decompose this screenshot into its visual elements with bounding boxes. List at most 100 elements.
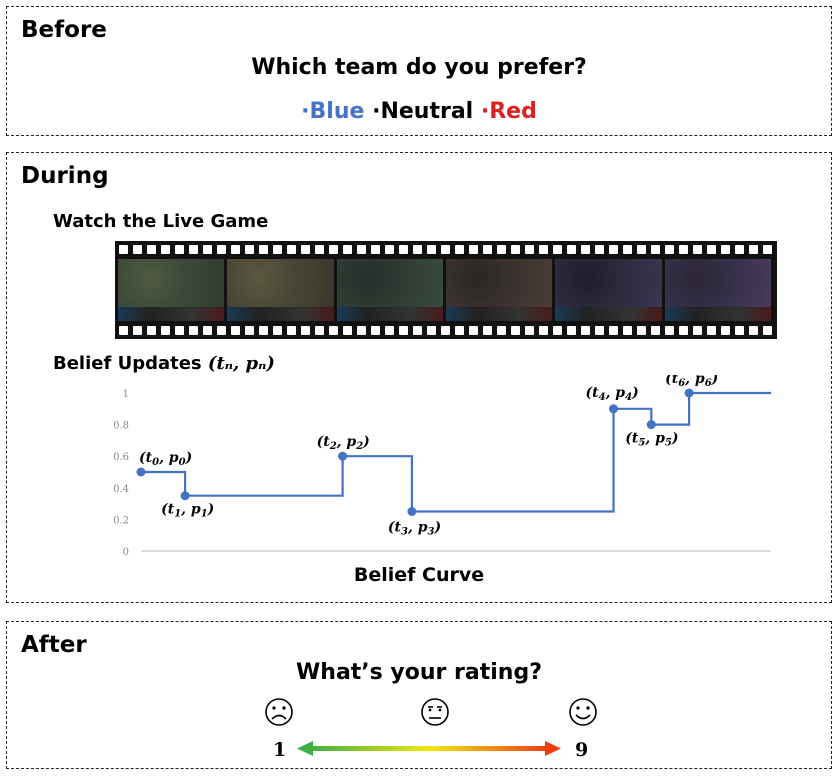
sad-face-icon[interactable]	[265, 698, 293, 726]
film-sprocket	[287, 326, 296, 335]
belief-point[interactable]	[609, 404, 618, 414]
film-sprocket	[609, 326, 618, 335]
film-sprocket	[175, 326, 184, 335]
film-sprocket	[539, 245, 548, 254]
film-sprocket	[693, 326, 702, 335]
film-sprocket	[455, 326, 464, 335]
film-sprocket	[189, 245, 198, 254]
option-neutral[interactable]: ·Neutral	[372, 99, 474, 124]
film-sprocket	[273, 326, 282, 335]
game-frame-1	[118, 259, 225, 321]
before-panel: Before Which team do you prefer? ·Blue ·…	[6, 6, 832, 136]
film-sprocket	[707, 326, 716, 335]
film-sprocket	[693, 245, 702, 254]
film-sprocket	[679, 326, 688, 335]
film-sprocket	[721, 326, 730, 335]
before-question: Which team do you prefer?	[251, 55, 587, 80]
film-sprocket	[665, 326, 674, 335]
film-sprocket	[343, 245, 352, 254]
film-sprocket	[679, 245, 688, 254]
after-question: What’s your rating?	[296, 660, 542, 685]
film-sprocket	[539, 326, 548, 335]
film-sprocket	[469, 245, 478, 254]
game-frame-2	[227, 259, 334, 321]
film-sprocket	[357, 245, 366, 254]
film-sprocket	[497, 245, 506, 254]
film-sprocket	[399, 326, 408, 335]
film-sprocket	[217, 326, 226, 335]
watch-label: Watch the Live Game	[53, 211, 269, 232]
film-sprocket	[595, 326, 604, 335]
film-sprocket	[469, 326, 478, 335]
film-sprocket	[147, 245, 156, 254]
film-sprocket	[133, 326, 142, 335]
film-sprocket	[287, 245, 296, 254]
belief-point-label: (t1, p1)	[161, 502, 214, 520]
film-sprocket	[637, 326, 646, 335]
happy-face-icon[interactable]	[569, 698, 597, 726]
film-sprocket	[133, 245, 142, 254]
film-sprocket	[427, 245, 436, 254]
film-sprocket	[413, 245, 422, 254]
film-sprocket	[609, 245, 618, 254]
belief-point[interactable]	[180, 491, 190, 501]
film-sprocket	[231, 326, 240, 335]
belief-point[interactable]	[136, 467, 146, 477]
belief-point[interactable]	[338, 451, 348, 461]
rating-scale: 1 9	[265, 698, 597, 761]
rating-gradient-arrow[interactable]	[297, 741, 561, 756]
film-sprocket	[245, 245, 254, 254]
film-sprocket	[385, 245, 394, 254]
y-tick-label: 0.4	[113, 484, 129, 495]
option-blue[interactable]: ·Blue	[301, 99, 365, 124]
y-tick-label: 1	[123, 389, 129, 400]
belief-updates-label: Belief Updates (tₙ, pₙ)	[53, 353, 275, 374]
film-sprocket	[301, 326, 310, 335]
belief-point[interactable]	[646, 420, 656, 430]
film-sprocket	[231, 245, 240, 254]
film-sprocket	[483, 326, 492, 335]
belief-point[interactable]	[407, 507, 417, 516]
film-sprocket	[441, 326, 450, 335]
film-sprocket	[371, 326, 380, 335]
team-options: ·Blue ·Neutral ·Red	[7, 99, 831, 124]
neutral-face-icon[interactable]	[421, 698, 449, 726]
belief-point-label: (t4, p4)	[586, 385, 639, 403]
film-sprocket	[427, 326, 436, 335]
film-sprocket	[175, 245, 184, 254]
belief-curve-label: Belief Curve	[353, 564, 485, 586]
film-sprocket	[511, 245, 520, 254]
film-sprocket	[399, 245, 408, 254]
film-sprocket	[623, 245, 632, 254]
film-sprocket	[315, 326, 324, 335]
game-frame-3	[336, 259, 443, 321]
film-sprocket	[637, 245, 646, 254]
film-sprocket	[189, 326, 198, 335]
film-sprocket	[763, 245, 772, 254]
belief-point-label: (t3, p3)	[388, 520, 441, 538]
film-sprocket	[119, 245, 128, 254]
film-sprocket	[119, 326, 128, 335]
film-sprocket	[763, 326, 772, 335]
film-sprocket	[525, 326, 534, 335]
film-sprocket	[357, 326, 366, 335]
before-title: Before	[21, 17, 107, 43]
scale-max-label: 9	[575, 739, 588, 761]
y-tick-label: 0.6	[113, 452, 129, 463]
game-frame-4	[446, 259, 553, 321]
film-sprocket	[665, 245, 674, 254]
film-sprocket	[217, 245, 226, 254]
film-sprocket	[707, 245, 716, 254]
y-tick-label: 0.8	[113, 421, 129, 432]
during-panel: During Watch the Live Game Belief Update…	[6, 152, 832, 603]
option-red[interactable]: ·Red	[480, 99, 537, 124]
film-sprocket	[245, 326, 254, 335]
film-sprocket	[371, 245, 380, 254]
film-sprocket	[651, 245, 660, 254]
belief-point[interactable]	[684, 388, 694, 398]
film-sprocket	[525, 245, 534, 254]
film-sprocket	[581, 245, 590, 254]
film-sprocket	[483, 245, 492, 254]
film-sprocket	[259, 245, 268, 254]
film-sprocket	[735, 326, 744, 335]
